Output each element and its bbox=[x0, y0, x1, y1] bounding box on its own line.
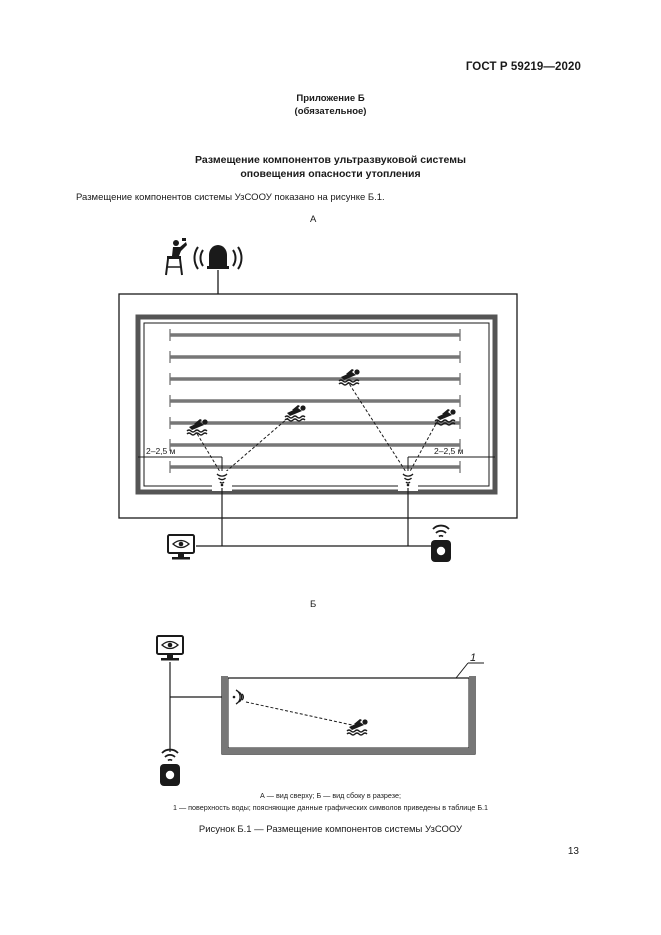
figure-label-b: Б bbox=[310, 599, 317, 610]
annex-heading: Приложение Б (обязательное) bbox=[0, 92, 661, 118]
lane-ropes bbox=[169, 329, 461, 473]
figure-label-a: А bbox=[310, 214, 317, 225]
swimmer-icon bbox=[284, 404, 307, 422]
pool-section bbox=[221, 676, 476, 755]
annex-title: Приложение Б bbox=[296, 93, 365, 104]
pool-deck-outline bbox=[118, 293, 518, 519]
detection-beams bbox=[195, 381, 439, 476]
dimension-left-label: 2–2,5 м bbox=[146, 446, 176, 456]
standard-number: ГОСТ Р 59219—2020 bbox=[465, 61, 581, 73]
callout-number: 1 bbox=[470, 652, 476, 664]
annex-status: (обязательное) bbox=[294, 106, 367, 117]
callout-leader bbox=[455, 662, 469, 679]
intro-paragraph: Размещение компонентов системы УзСООУ по… bbox=[76, 192, 385, 203]
dimension-right-label: 2–2,5 м bbox=[434, 446, 464, 456]
ultrasonic-sensor-icon bbox=[232, 689, 244, 705]
figure-legend: А — вид сверху; Б — вид сбоку в разрезе;… bbox=[0, 790, 661, 814]
alarm-beacon-icon bbox=[430, 524, 452, 563]
legend-line2: 1 — поверхность воды; поясняющие данные … bbox=[172, 803, 489, 812]
monitor-icon bbox=[167, 534, 195, 561]
section-title-line1: Размещение компонентов ультразвуковой си… bbox=[195, 154, 466, 166]
swimmer-icon bbox=[338, 368, 361, 386]
page-number: 13 bbox=[567, 846, 579, 857]
signal-cables bbox=[169, 662, 227, 752]
detection-beam bbox=[245, 701, 353, 726]
alarm-bell-icon bbox=[193, 245, 243, 270]
alarm-beacon-icon bbox=[159, 748, 181, 787]
swimmer-icon bbox=[346, 718, 369, 736]
figure-caption: Рисунок Б.1 — Размещение компонентов сис… bbox=[198, 824, 463, 835]
signal-cables bbox=[196, 488, 432, 547]
section-title: Размещение компонентов ультразвуковой си… bbox=[0, 153, 661, 181]
pool-basin bbox=[135, 314, 498, 495]
legend-line1: А — вид сверху; Б — вид сбоку в разрезе; bbox=[260, 791, 401, 800]
monitor-icon bbox=[156, 635, 184, 662]
lifeguard-icon bbox=[165, 238, 187, 276]
section-title-line2: оповещения опасности утопления bbox=[240, 168, 421, 180]
swimmer-icon bbox=[434, 408, 457, 426]
